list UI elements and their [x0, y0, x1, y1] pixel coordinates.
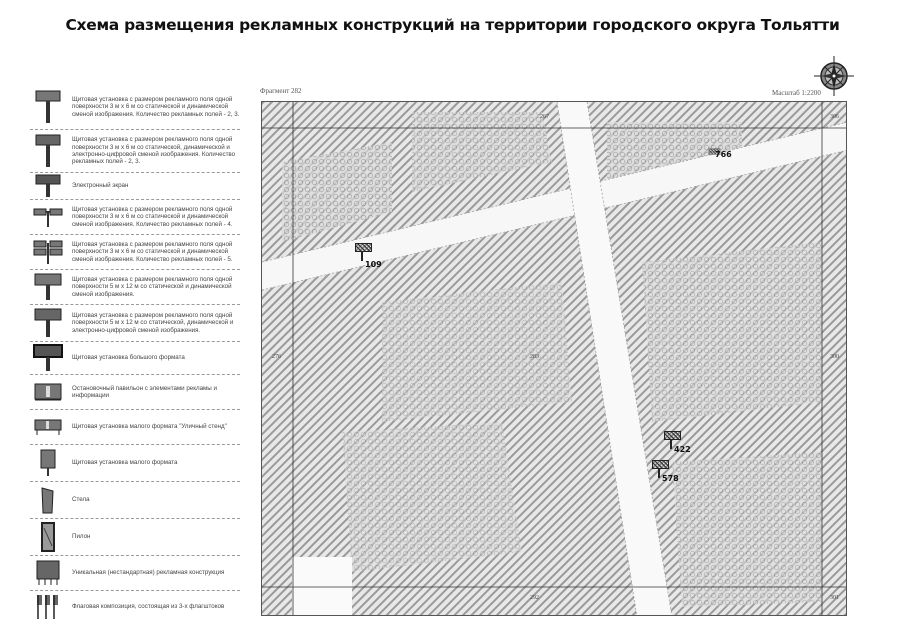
legend-text: Щитовая установка с размером рекламного …: [72, 240, 233, 263]
legend-text: Электронный экран: [72, 182, 129, 190]
legend-item: Флаговая композиция, состоящая из 3-х фл…: [30, 591, 240, 623]
legend-item: Щитовая установка с размером рекламного …: [30, 270, 240, 305]
block: [342, 422, 522, 572]
billboard-icon: [664, 431, 681, 440]
flag-composition-icon: [30, 594, 66, 620]
grid-number: 267: [540, 114, 549, 120]
block: [642, 242, 822, 422]
stele-icon: [30, 486, 66, 514]
large-format-billboard-icon: [30, 344, 66, 372]
billboard-icon: [708, 148, 721, 155]
legend-text: Щитовая установка большого формата: [72, 354, 185, 362]
grid-number: 300: [830, 354, 839, 360]
legend-item: Пилон: [30, 519, 240, 556]
billboard-icon: [355, 243, 372, 252]
legend-item: Электронный экран: [30, 173, 240, 200]
map-fragment[interactable]: 267 306 276 283 300 292 301 109 766 422 …: [261, 101, 847, 616]
grid-number: 306: [830, 114, 839, 120]
road-horizontal: [262, 122, 846, 290]
legend-text: Щитовая установка малого формата "Уличны…: [72, 423, 227, 431]
block: [282, 142, 392, 242]
legend-item: Щитовая установка с размером рекламного …: [30, 200, 240, 235]
billboard-marker-109[interactable]: [355, 243, 372, 261]
legend-text: Щитовая установка с размером рекламного …: [72, 136, 236, 166]
billboard-marker-578[interactable]: [652, 460, 669, 478]
block: [412, 112, 552, 192]
billboard-id-label: 422: [674, 445, 691, 454]
pylon-icon: [30, 522, 66, 552]
legend-text: Щитовая установка малого формата: [72, 459, 178, 467]
legend-item: Остановочный павильон с элементами рекла…: [30, 375, 240, 410]
compass-rose-icon: [814, 56, 854, 96]
legend-text: Щитовая установка с размером рекламного …: [72, 275, 233, 298]
block: [382, 282, 572, 422]
billboard-4-fields-icon: [30, 206, 66, 228]
block: [672, 452, 822, 607]
grid-number: 283: [530, 354, 539, 360]
billboard-5x12-icon: [30, 273, 66, 301]
scale-label: Масштаб 1:2200: [772, 89, 821, 97]
small-format-billboard-icon: [30, 449, 66, 477]
billboard-id-label: 578: [662, 474, 679, 483]
billboard-3x6-digital-icon: [30, 134, 66, 168]
legend-item: Стела: [30, 482, 240, 519]
legend-item: Щитовая установка с размером рекламного …: [30, 85, 240, 130]
map-legend: Щитовая установка с размером рекламного …: [30, 85, 240, 623]
billboard-marker-422[interactable]: [664, 431, 681, 449]
billboard-3x6-icon: [30, 90, 66, 124]
legend-item: Щитовая установка с размером рекламного …: [30, 130, 240, 173]
legend-item: Щитовая установка с размером рекламного …: [30, 235, 240, 270]
legend-text: Щитовая установка с размером рекламного …: [72, 311, 234, 334]
open-area: [292, 557, 352, 615]
legend-item: Щитовая установка малого формата: [30, 445, 240, 482]
fragment-label: Фрагмент 282: [260, 87, 302, 95]
road-vertical: [557, 102, 672, 615]
billboard-5x12-digital-icon: [30, 308, 66, 338]
legend-item: Уникальная (нестандартная) рекламная кон…: [30, 556, 240, 591]
street-stand-icon: [30, 418, 66, 436]
grid-number: 292: [530, 595, 539, 601]
billboard-marker-766[interactable]: [708, 148, 721, 155]
bus-stop-pavilion-icon: [30, 382, 66, 402]
legend-text: Пилон: [72, 533, 91, 541]
legend-text: Щитовая установка с размером рекламного …: [72, 205, 233, 228]
grid-number: 301: [830, 595, 839, 601]
legend-text: Щитовая установка с размером рекламного …: [72, 95, 240, 118]
map-canvas: [262, 102, 846, 615]
billboard-id-label: 766: [715, 150, 732, 159]
legend-text: Стела: [72, 496, 90, 504]
electronic-screen-icon: [30, 174, 66, 198]
page-title: Схема размещения рекламных конструкций н…: [65, 16, 840, 34]
legend-item: Щитовая установка большого формата: [30, 342, 240, 375]
legend-text: Флаговая композиция, состоящая из 3-х фл…: [72, 603, 225, 611]
legend-item: Щитовая установка малого формата "Уличны…: [30, 410, 240, 445]
unique-construction-icon: [30, 560, 66, 586]
legend-text: Уникальная (нестандартная) рекламная кон…: [72, 569, 225, 577]
legend-item: Щитовая установка с размером рекламного …: [30, 305, 240, 342]
legend-text: Остановочный павильон с элементами рекла…: [72, 384, 217, 399]
billboard-id-label: 109: [365, 260, 382, 269]
grid-number: 276: [272, 354, 281, 360]
billboard-5-fields-icon: [30, 239, 66, 265]
billboard-icon: [652, 460, 669, 469]
